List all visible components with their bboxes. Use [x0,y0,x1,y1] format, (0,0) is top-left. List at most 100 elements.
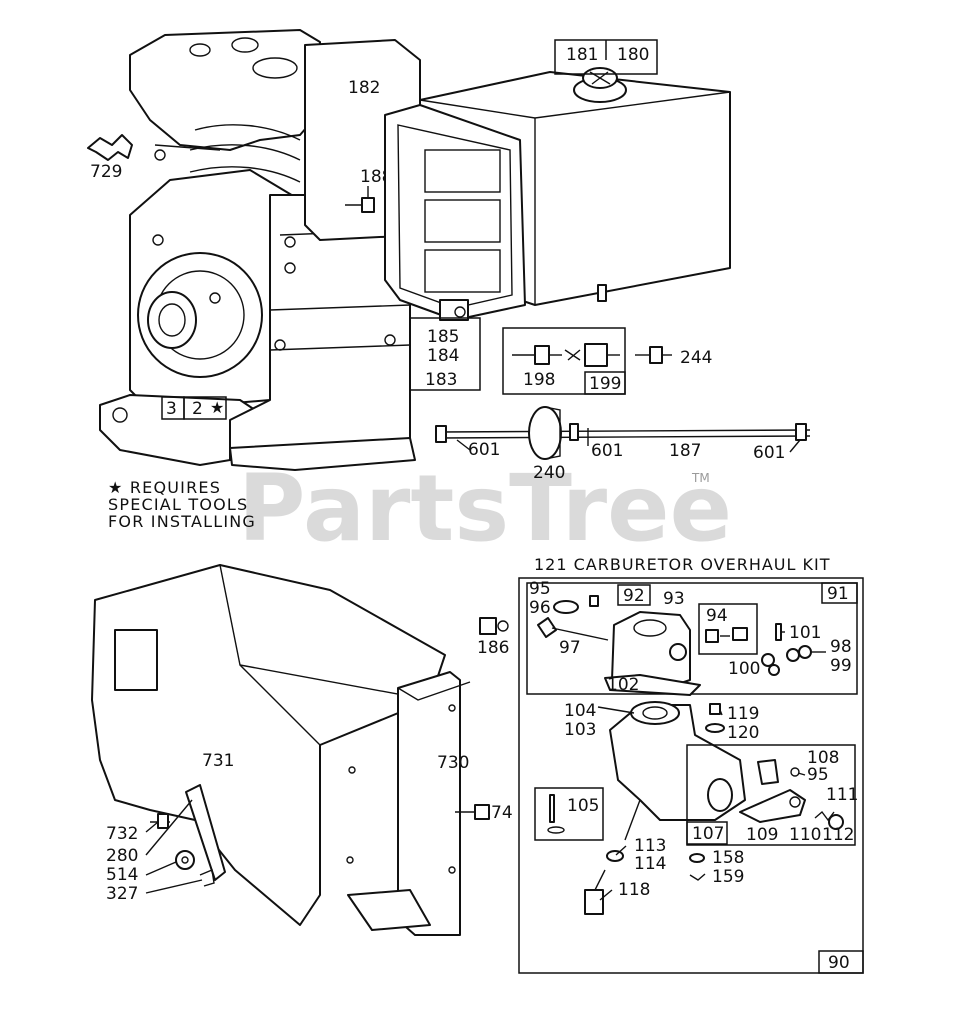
box-part-199 [502,327,626,395]
label-601-right: 601 [753,443,785,463]
label-731: 731 [202,751,234,771]
part-98-99-washers [786,645,812,662]
part-108-bracket [757,759,779,785]
label-99: 99 [830,656,852,676]
box-part-2 [183,396,227,420]
part-187-fuel-line [435,423,811,443]
box-label-199 [584,371,626,395]
label-2: 2 [192,399,203,419]
label-107: 107 [692,824,724,844]
box-label-107 [686,821,728,845]
part-74-screw [455,804,490,820]
label-187: 187 [669,441,701,461]
label-114: 114 [634,854,666,874]
tank-bracket [384,104,526,321]
part-94-jet [705,627,748,643]
carburetor-lower-body [609,701,746,841]
label-601-middle: 601 [591,441,623,461]
watermark-trademark: TM [691,471,710,485]
label-star: ★ [210,398,224,417]
leader-lines [145,186,826,901]
part-158-159-seals [689,853,706,881]
part-514-nut [175,850,195,870]
label-102: 102 [607,675,639,695]
part-244-fitting [635,346,672,364]
label-108: 108 [807,748,839,768]
label-74: 74 [491,803,513,823]
label-118: 118 [618,880,650,900]
label-95-top: 95 [529,579,551,599]
part-113-114-gasket [606,850,624,862]
label-90: 90 [828,953,850,973]
note-line-3: FOR INSTALLING [108,512,256,531]
watermark: PartsTree [238,455,732,562]
part-97-needle [537,617,609,641]
box-part-107 [686,744,856,846]
part-105-pin [547,794,565,834]
label-113: 113 [634,836,666,856]
label-729: 729 [90,162,122,182]
label-109: 109 [746,825,778,845]
part-186-fitting [479,617,509,635]
label-111: 111 [826,785,858,805]
label-186: 186 [477,638,509,658]
label-280: 280 [106,846,138,866]
label-199: 199 [589,374,621,394]
label-120: 120 [727,723,759,743]
part-118-bowl-nut [584,869,606,915]
label-240: 240 [533,463,565,483]
label-96: 96 [529,598,551,618]
label-101: 101 [789,623,821,643]
part-327-clip [199,869,215,887]
part-188-screw [345,197,375,213]
label-94: 94 [706,606,728,626]
part-199-valve [564,343,620,367]
label-514: 514 [106,865,138,885]
part-729-clip [87,134,133,161]
label-93: 93 [663,589,685,609]
label-732: 732 [106,824,138,844]
label-183: 183 [425,370,457,390]
part-96-seal [553,600,579,614]
label-95-bottom: 95 [807,765,829,785]
part-732-screw [150,813,170,829]
part-240-fuel-filter [528,406,562,460]
label-105: 105 [567,796,599,816]
label-3: 3 [166,399,177,419]
box-part-183 [409,317,481,391]
box-kit-90 [518,577,864,974]
note-line-2: SPECIAL TOOLS [108,495,248,514]
box-label-92 [617,584,651,606]
box-part-94 [698,603,758,655]
part-731-blower-housing [91,564,446,926]
label-244: 244 [680,348,712,368]
label-184: 184 [427,346,459,366]
note-line-1: ★ REQUIRES [108,478,221,497]
part-280-link [185,784,226,881]
label-185: 185 [427,327,459,347]
label-181: 181 [566,45,598,65]
label-91: 91 [827,584,849,604]
part-100-clip [761,653,780,676]
label-327: 327 [106,884,138,904]
label-158: 158 [712,848,744,868]
kit-title: 121 CARBURETOR OVERHAUL KIT [534,555,831,574]
part-181-fuel-cap [573,67,627,103]
label-97: 97 [559,638,581,658]
label-730: 730 [437,753,469,773]
label-110: 110 [789,825,821,845]
label-601-left: 601 [468,440,500,460]
part-109-110-lever [739,789,806,823]
part-95-screw [790,767,800,777]
label-112: 112 [822,825,854,845]
label-104: 104 [564,701,596,721]
label-92: 92 [623,586,645,606]
part-198-fitting [512,345,562,365]
label-182: 182 [348,78,380,98]
part-730-control-bracket [347,671,471,936]
part-119-screw [705,703,725,733]
label-119: 119 [727,704,759,724]
label-198: 198 [523,370,555,390]
box-label-91 [821,582,858,604]
box-part-105 [534,787,604,841]
